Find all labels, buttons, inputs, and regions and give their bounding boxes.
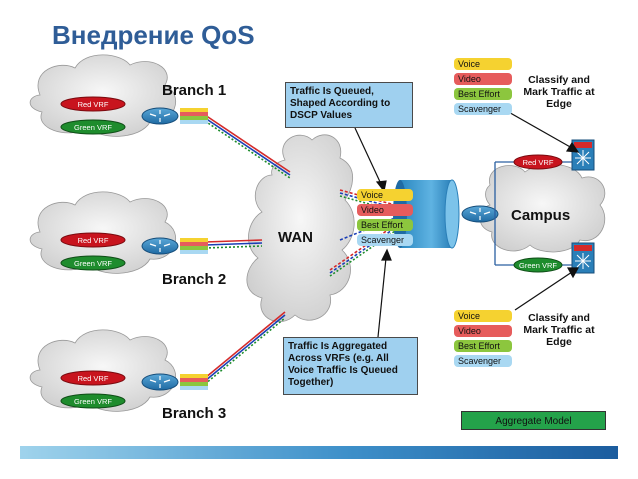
branch-2-label: Branch 2 (162, 271, 227, 288)
branch-2-queue-stack (180, 238, 208, 254)
legend-bottom-best-effort: Best Effort (454, 340, 512, 352)
legend-bottom-voice: Voice (454, 310, 512, 322)
classify-note-top: Classify and Mark Traffic at Edge (523, 74, 595, 110)
wan-cloud (246, 134, 355, 323)
campus-router (461, 205, 499, 223)
aggregated-callout: Traffic Is Aggregated Across VRFs (e.g. … (283, 337, 418, 395)
hub-queue-best-effort: Best Effort (357, 219, 413, 231)
callout-arrows (354, 109, 580, 338)
branch-3-queue-stack (180, 374, 208, 390)
branch-1-router (141, 107, 179, 125)
hub-queue-video: Video (357, 204, 413, 216)
branch-3-label: Branch 3 (162, 405, 227, 422)
branch-3-cloud (29, 329, 176, 412)
hub-queue-scavenger: Scavenger (357, 234, 413, 246)
branch-1-cloud (29, 54, 176, 137)
branch-2-cloud (29, 191, 176, 274)
wan-label: WAN (278, 229, 313, 246)
legend-top-video: Video (454, 73, 512, 85)
campus-edge-switch-top (571, 139, 595, 171)
branch-3-router (141, 373, 179, 391)
legend-top-scavenger: Scavenger (454, 103, 512, 115)
campus-edge-switch-bottom (571, 242, 595, 274)
queued-callout: Traffic Is Queued, Shaped According to D… (285, 82, 413, 128)
aggregate-model-label: Aggregate Model (461, 411, 606, 430)
campus-label: Campus (511, 207, 571, 224)
legend-top-voice: Voice (454, 58, 512, 70)
legend-bottom-scavenger: Scavenger (454, 355, 512, 367)
legend-top-best-effort: Best Effort (454, 88, 512, 100)
branch-1-queue-stack (180, 108, 208, 124)
branch-1-label: Branch 1 (162, 82, 227, 99)
legend-bottom-video: Video (454, 325, 512, 337)
branch-2-router (141, 237, 179, 255)
page-title: Внедрение QoS (52, 20, 255, 50)
footer-bar (20, 446, 618, 459)
classify-note-bottom: Classify and Mark Traffic at Edge (523, 312, 595, 348)
hub-queue-voice: Voice (357, 189, 413, 201)
